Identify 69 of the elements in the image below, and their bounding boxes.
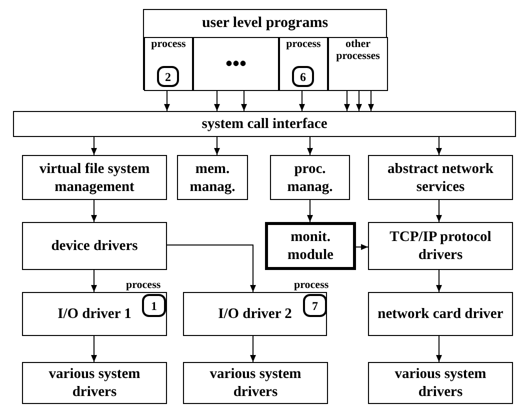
- badge-number: 1: [151, 298, 157, 312]
- module-box: [22, 222, 167, 270]
- module-box: [368, 362, 513, 404]
- number-badge: [303, 294, 327, 317]
- module-box: [177, 155, 248, 200]
- module-box: [22, 362, 167, 404]
- node-label: I/O driver 1: [56, 305, 132, 323]
- arrow: [436, 270, 442, 292]
- arrow: [91, 270, 97, 292]
- arrow: [299, 90, 305, 112]
- node-label: system call interface: [200, 115, 328, 133]
- module-box: [265, 222, 356, 270]
- arrow: [436, 136, 442, 156]
- module-box: [270, 155, 350, 200]
- node-label: virtual file system management: [38, 160, 151, 196]
- process-caption: process: [126, 279, 161, 291]
- process-cell: [144, 37, 193, 91]
- arrow: [356, 90, 362, 112]
- arrow: [91, 336, 97, 362]
- module-box: [13, 111, 516, 137]
- number-badge: [142, 294, 166, 317]
- node-label: various system drivers: [208, 365, 302, 401]
- arrow: [356, 244, 368, 250]
- arrow: [436, 336, 442, 362]
- arrow: [307, 200, 313, 222]
- arrow: [214, 136, 220, 156]
- program-group-box: [143, 9, 387, 90]
- module-box: [183, 292, 327, 336]
- arrow: [91, 136, 97, 156]
- module-box: [183, 362, 328, 404]
- module-box: [368, 155, 513, 200]
- arrow: [344, 90, 350, 112]
- node-label: various system drivers: [394, 365, 488, 401]
- process-cell: [193, 37, 279, 91]
- arrow: [166, 244, 256, 292]
- module-box: [368, 222, 513, 270]
- arrow: [241, 90, 247, 112]
- module-box: [22, 155, 167, 200]
- node-label: TCP/IP protocol drivers: [388, 228, 492, 264]
- module-box: [368, 292, 513, 336]
- process-cell: [279, 37, 328, 91]
- node-label: mem. manag.: [188, 160, 236, 196]
- ellipsis-dots: •••: [225, 58, 246, 70]
- node-label: process: [151, 38, 186, 50]
- node-label: I/O driver 2: [217, 305, 293, 323]
- badge-number: 7: [312, 298, 318, 312]
- number-badge: [292, 66, 314, 87]
- node-label: process: [286, 38, 321, 50]
- arrow: [214, 90, 220, 112]
- arrow: [436, 200, 442, 222]
- badge-number: 6: [300, 70, 306, 84]
- node-label: abstract network services: [386, 160, 494, 196]
- process-cell: [328, 37, 388, 91]
- arrow: [91, 200, 97, 222]
- badge-number: 2: [165, 70, 171, 84]
- node-label: various system drivers: [48, 365, 142, 401]
- node-label: other processes: [335, 38, 381, 62]
- arrow: [368, 90, 374, 112]
- node-label: user level programs: [202, 14, 328, 32]
- arrow: [164, 90, 170, 112]
- arrow: [307, 136, 313, 156]
- process-caption: process: [294, 279, 329, 291]
- node-label: monit. module: [286, 228, 334, 264]
- arrow: [250, 336, 256, 362]
- number-badge: [157, 66, 179, 87]
- node-label: device drivers: [50, 237, 139, 255]
- node-label: network card driver: [376, 305, 504, 323]
- module-box: [22, 292, 167, 336]
- node-label: proc. manag.: [286, 160, 334, 196]
